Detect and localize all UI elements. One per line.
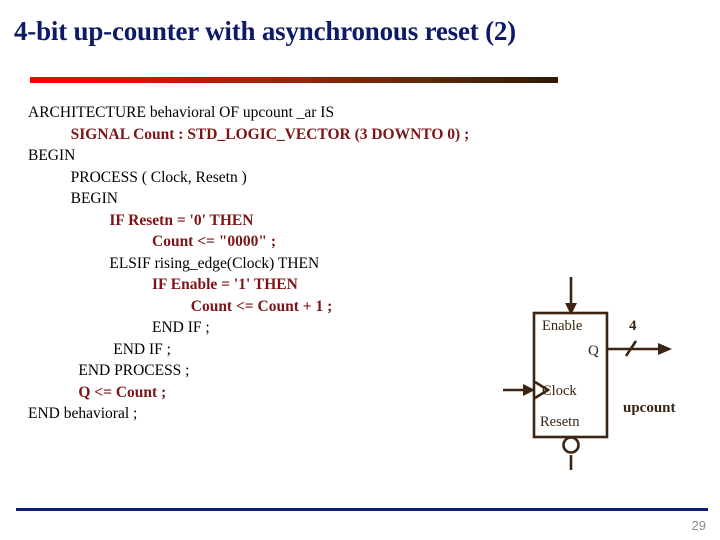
port-label-enable: Enable <box>542 318 583 334</box>
block-name-label: upcount <box>623 400 676 416</box>
enable-arrowhead-icon <box>565 303 577 315</box>
code-line: BEGIN <box>28 190 118 207</box>
port-label-resetn: Resetn <box>540 414 580 430</box>
block-diagram-svg <box>503 277 672 470</box>
code-line: END IF ; <box>28 340 171 358</box>
counter-block-diagram: Enable Q Clock Resetn 4 upcount <box>495 265 720 475</box>
title-divider-rule <box>30 77 558 83</box>
q-arrowhead-icon <box>658 343 672 355</box>
port-label-clock: Clock <box>542 383 577 399</box>
code-line: ARCHITECTURE behavioral OF upcount _ar I… <box>28 104 335 121</box>
clock-edge-triangle <box>534 380 551 400</box>
bus-slash-icon <box>624 340 638 357</box>
vhdl-code-block: ARCHITECTURE behavioral OF upcount _ar I… <box>28 102 548 425</box>
code-line: BEGIN <box>28 147 76 164</box>
code-line: END PROCESS ; <box>28 362 190 379</box>
code-line: IF Enable = '1' THEN <box>28 276 298 293</box>
code-line: END behavioral ; <box>28 405 138 422</box>
bus-width-label: 4 <box>629 318 637 334</box>
page-title: 4-bit up-counter with asynchronous reset… <box>14 16 516 46</box>
port-label-q: Q <box>588 343 599 359</box>
code-line: SIGNAL Count : STD_LOGIC_VECTOR (3 DOWNT… <box>28 125 470 143</box>
page-number: 29 <box>691 518 706 533</box>
clock-arrowhead-icon <box>523 384 535 396</box>
code-line: ELSIF rising_edge(Clock) THEN <box>28 254 320 272</box>
code-line: IF Resetn = '0' THEN <box>28 211 254 229</box>
code-line: Count <= "0000" ; <box>28 233 277 250</box>
resetn-inversion-bubble <box>562 436 580 454</box>
footer-divider-rule <box>16 508 708 511</box>
code-line: END IF ; <box>28 319 210 336</box>
code-line: Q <= Count ; <box>28 383 167 401</box>
code-line: PROCESS ( Clock, Resetn ) <box>28 168 247 186</box>
code-line: Count <= Count + 1 ; <box>28 297 333 315</box>
